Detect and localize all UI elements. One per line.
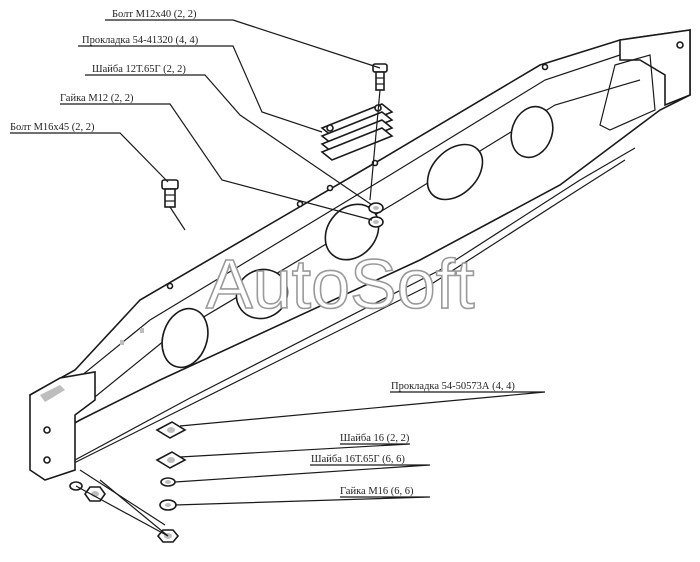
nut-m12 (368, 216, 384, 228)
callout-gasket-41320: Прокладка 54-41320 (4, 4) (82, 35, 199, 46)
callout-bolt-m16: Болт М16х45 (2, 2) (10, 122, 95, 133)
assembly-lines (75, 89, 381, 537)
frame-beam (29, 29, 691, 481)
callout-bolt-m12: Болт М12х40 (2, 2) (112, 9, 197, 20)
callout-nut-m12: Гайка М12 (2, 2) (60, 93, 134, 104)
gasket-stack-41320 (320, 103, 394, 161)
watermark-text: AutoSoft (206, 245, 475, 323)
bolt-m16 (161, 179, 179, 208)
nut-m16-left (84, 486, 106, 502)
callout-washer-16: Шайба 16 (2, 2) (340, 433, 410, 444)
callout-nut-m16: Гайка М16 (6, 6) (340, 486, 414, 497)
callout-washer-12t: Шайба 12Т.65Г (2, 2) (92, 64, 186, 75)
washer-16t-upper (159, 499, 177, 511)
gasket-50573-top (155, 421, 187, 439)
washer-12t (368, 202, 384, 214)
leader-lines (10, 19, 546, 506)
washer-16t-lower (160, 477, 176, 487)
callout-washer-16t: Шайба 16Т.65Г (6, 6) (311, 454, 405, 465)
gasket-50573-bottom (155, 451, 187, 469)
callout-gasket-50573: Прокладка 54-50573А (4, 4) (391, 381, 515, 392)
